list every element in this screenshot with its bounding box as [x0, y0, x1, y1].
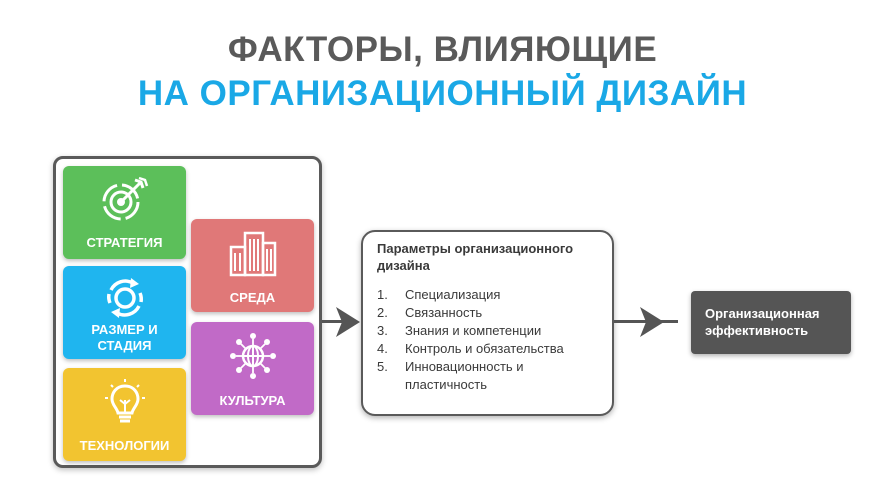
title-line-1: ФАКТОРЫ, ВЛИЯЮЩИЕ [227, 30, 658, 69]
network-icon [229, 333, 276, 379]
list-item: 2.Связанность [377, 305, 483, 320]
connector-line-1 [322, 320, 348, 323]
cycle-icon [106, 278, 143, 318]
arrow-right-icon [336, 307, 360, 337]
target-icon [102, 176, 148, 221]
building-icon [229, 231, 276, 277]
factor-label-technology: ТЕХНОЛОГИИ [79, 438, 170, 453]
title-line-2: НА ОРГАНИЗАЦИОННЫЙ ДИЗАЙН [137, 74, 748, 113]
factor-label-size: РАЗМЕР И СТАДИЯ [91, 322, 158, 353]
lightbulb-icon [104, 379, 145, 423]
parameters-list: 1.Специализация 2.Связанность 3.Знания и… [377, 286, 598, 394]
factor-tile-technology: ТЕХНОЛОГИИ [63, 368, 186, 461]
result-box: Организационная эффективность [691, 291, 851, 354]
list-item: 4.Контроль и обязательства [377, 341, 564, 356]
list-item: 1.Специализация [377, 287, 501, 302]
factor-tile-culture: КУЛЬТУРА [191, 322, 314, 415]
parameters-box: Параметры организационного дизайна 1.Спе… [361, 230, 614, 416]
factor-tile-strategy: СТРАТЕГИЯ [63, 166, 186, 259]
list-item: 5.Инновационность и пластичность [377, 359, 524, 392]
arrow-right-icon [640, 307, 664, 337]
factor-tile-environment: СРЕДА [191, 219, 314, 312]
result-label: Организационная эффективность [705, 306, 820, 338]
factor-label-environment: СРЕДА [229, 290, 276, 305]
list-item: 3.Знания и компетенции [377, 323, 542, 338]
factor-tile-size: РАЗМЕР И СТАДИЯ [63, 266, 186, 359]
parameters-title: Параметры организационного дизайна [377, 241, 574, 273]
factor-label-culture: КУЛЬТУРА [219, 393, 286, 408]
factor-label-strategy: СТРАТЕГИЯ [86, 235, 163, 250]
